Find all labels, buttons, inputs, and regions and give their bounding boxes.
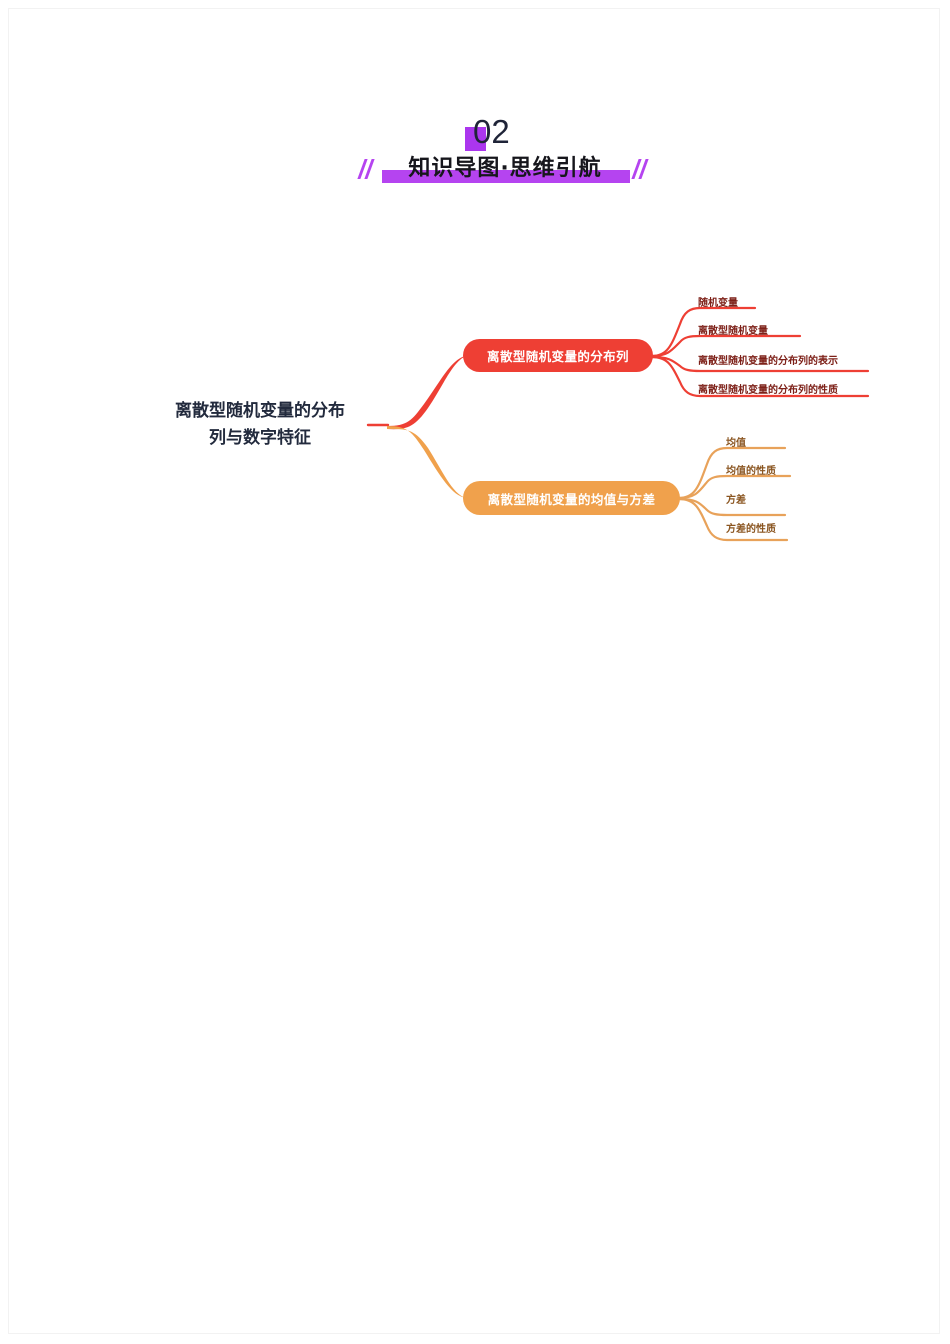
mindmap-branch-2-node[interactable]: 离散型随机变量的均值与方差 — [463, 481, 680, 515]
mindmap-leaf-1-3[interactable]: 离散型随机变量的分布列的表示 — [698, 356, 838, 367]
connector-branch1-leaf2 — [650, 334, 802, 358]
mindmap-root-node[interactable]: 离散型随机变量的分布 列与数字特征 — [140, 398, 380, 452]
connector-branch2-leaf2 — [677, 474, 792, 500]
branch-1-label: 离散型随机变量的分布列 — [487, 349, 629, 364]
mindmap-leaf-2-3[interactable]: 方差 — [726, 495, 746, 506]
mindmap-leaf-1-4[interactable]: 离散型随机变量的分布列的性质 — [698, 385, 838, 396]
mindmap-branch-1-node[interactable]: 离散型随机变量的分布列 — [463, 339, 653, 372]
connector-branch1-leaf3 — [650, 355, 870, 373]
purple-square-icon — [465, 127, 486, 151]
connector-branch2-leaf1 — [677, 446, 787, 500]
mindmap-leaf-2-4[interactable]: 方差的性质 — [726, 524, 776, 535]
section-title: 知识导图·思维引航 — [408, 156, 602, 181]
connector-root-to-branch-1 — [387, 356, 466, 430]
connector-branch1-leaf1 — [650, 306, 757, 358]
section-title-row: 知识导图·思维引航 — [355, 154, 655, 188]
title-highlight-bar — [382, 170, 630, 183]
mindmap-leaf-1-2[interactable]: 离散型随机变量 — [698, 326, 768, 337]
root-label-line-2: 列与数字特征 — [209, 428, 311, 448]
mindmap-leaf-2-2[interactable]: 均值的性质 — [726, 466, 776, 477]
branch-2-label: 离散型随机变量的均值与方差 — [487, 491, 656, 507]
connector-branch1-leaf4 — [650, 355, 870, 398]
section-number: 02 — [473, 113, 510, 150]
mindmap-leaf-1-1[interactable]: 随机变量 — [698, 298, 738, 309]
mindmap-leaf-2-1[interactable]: 均值 — [726, 438, 746, 449]
connector-root-to-branch-2 — [387, 426, 466, 498]
connector-branch2-leaf4 — [677, 497, 789, 542]
section-header: 02 知识导图·思维引航 — [355, 108, 655, 193]
root-label-line-1: 离散型随机变量的分布 — [175, 401, 345, 421]
connector-branch2-leaf3 — [677, 497, 787, 517]
